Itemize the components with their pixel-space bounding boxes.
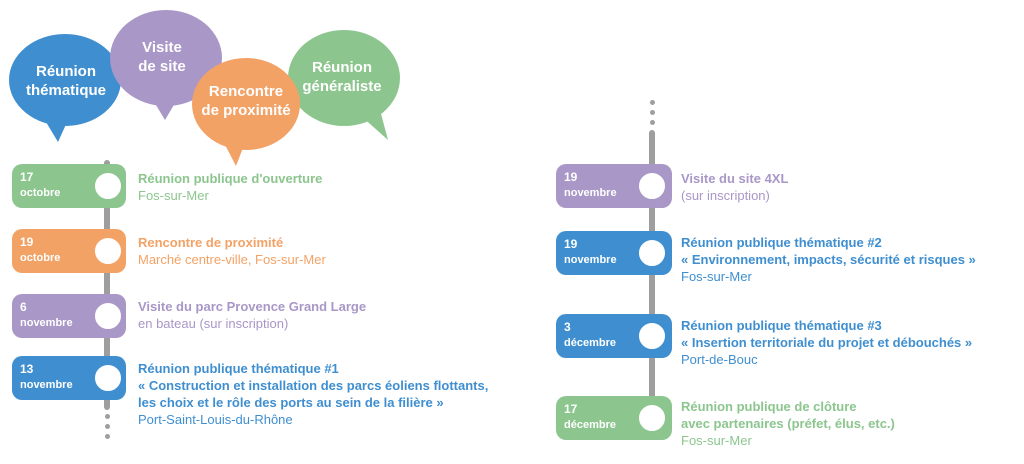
date-day: 13 xyxy=(20,362,34,376)
timeline-knob xyxy=(91,361,125,395)
event-item: Réunion publique thématique #2 « Environ… xyxy=(681,234,976,285)
event-location: Fos-sur-Mer xyxy=(681,433,752,448)
event-location: Port-de-Bouc xyxy=(681,352,758,367)
date-month: décembre xyxy=(564,419,616,431)
timeline-knob xyxy=(91,169,125,203)
bubble-proximite xyxy=(192,58,300,166)
event-title: Réunion publique thématique #2 xyxy=(681,235,882,250)
date-month: novembre xyxy=(20,379,73,391)
event-subtitle: les choix et le rôle des ports au sein d… xyxy=(138,395,444,410)
timeline-line-right xyxy=(649,130,655,420)
date-day: 19 xyxy=(20,235,34,249)
date-day: 3 xyxy=(564,320,571,334)
date-day: 19 xyxy=(564,170,578,184)
bubble-thematique xyxy=(9,34,121,142)
event-location: Marché centre-ville, Fos-sur-Mer xyxy=(138,252,326,267)
date-day: 17 xyxy=(20,170,34,184)
event-location: Fos-sur-Mer xyxy=(681,269,752,284)
timeline-knob xyxy=(635,236,669,270)
timeline-knob xyxy=(635,319,669,353)
date-month: novembre xyxy=(564,187,617,199)
date-month: octobre xyxy=(20,252,61,264)
event-location: (sur inscription) xyxy=(681,188,770,203)
event-title: Réunion publique d'ouverture xyxy=(138,171,323,186)
event-item: Rencontre de proximité Marché centre-vil… xyxy=(138,234,326,268)
event-subtitle: « Environnement, impacts, sécurité et ri… xyxy=(681,252,976,267)
bubble-visite-label: Visite de site xyxy=(138,39,186,75)
event-title: Réunion publique thématique #3 xyxy=(681,318,882,333)
event-item: Réunion publique thématique #1 « Constru… xyxy=(138,360,488,428)
event-item: Visite du site 4XL (sur inscription) xyxy=(681,170,788,204)
timeline-knob xyxy=(635,169,669,203)
legend-bubbles xyxy=(9,10,400,166)
event-subtitle: « Construction et installation des parcs… xyxy=(138,378,489,393)
date-month: décembre xyxy=(564,337,616,349)
date-month: novembre xyxy=(20,317,73,329)
event-subtitle: « Insertion territoriale du projet et dé… xyxy=(681,335,973,350)
bubble-thematique-label: Réunion thématique xyxy=(25,63,106,99)
date-month: novembre xyxy=(564,254,617,266)
date-month: octobre xyxy=(20,187,61,199)
timeline-dots-left-bottom xyxy=(104,414,110,444)
bubble-proximite-label: Rencontre de proximité xyxy=(201,83,291,119)
timeline-knob xyxy=(91,299,125,333)
event-title: Réunion publique thématique #1 xyxy=(138,361,339,376)
bubble-generaliste-label: Réunion généraliste xyxy=(302,59,382,95)
timeline-line-left xyxy=(104,160,110,410)
event-title: Réunion publique de clôture xyxy=(681,399,857,414)
event-item: Réunion publique de clôture avec partena… xyxy=(681,398,895,449)
event-title: Visite du parc Provence Grand Large xyxy=(138,299,367,314)
event-location: Port-Saint-Louis-du-Rhône xyxy=(138,412,293,427)
bubble-generaliste xyxy=(288,30,400,140)
timeline-knob xyxy=(91,234,125,268)
bubble-visite xyxy=(110,10,222,120)
event-title: Rencontre de proximité xyxy=(138,235,284,250)
timeline-knob xyxy=(635,401,669,435)
event-item: Réunion publique d'ouverture Fos-sur-Mer xyxy=(138,170,322,204)
event-title: Visite du site 4XL xyxy=(681,171,789,186)
date-day: 17 xyxy=(564,402,578,416)
event-item: Réunion publique thématique #3 « Inserti… xyxy=(681,317,972,368)
event-subtitle: avec partenaires (préfet, élus, etc.) xyxy=(681,416,895,431)
timeline-dots-right-top xyxy=(649,100,655,130)
date-day: 6 xyxy=(20,300,27,314)
event-location: en bateau (sur inscription) xyxy=(138,316,289,331)
date-day: 19 xyxy=(564,237,578,251)
event-item: Visite du parc Provence Grand Large en b… xyxy=(138,298,366,332)
event-location: Fos-sur-Mer xyxy=(138,188,209,203)
